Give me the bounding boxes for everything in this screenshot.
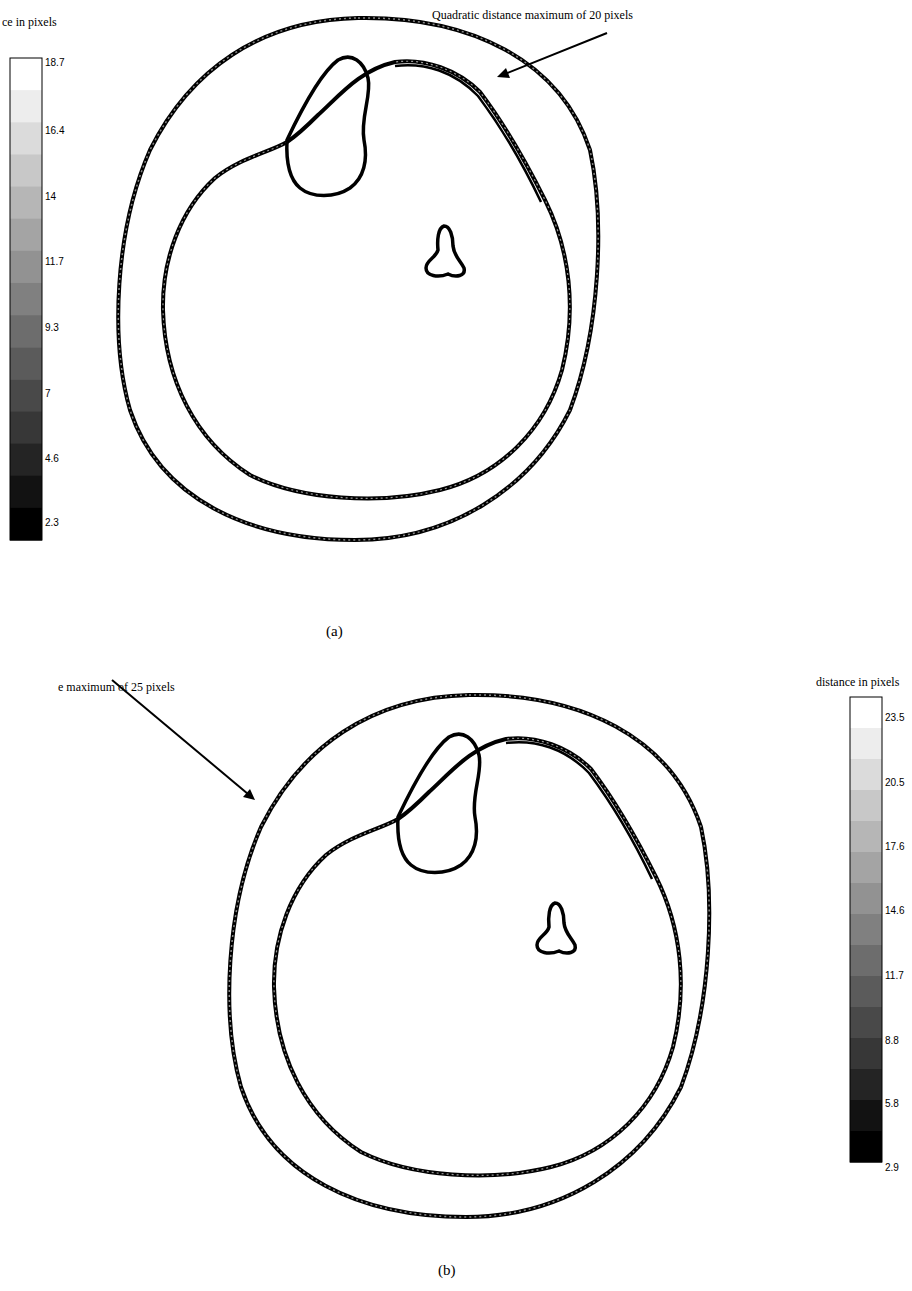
colorbar-band — [850, 852, 882, 884]
colorbar-band — [10, 379, 42, 412]
tick-value: 11.7 — [45, 256, 64, 267]
tick-value: 14 — [45, 191, 56, 202]
colorbar-band — [10, 219, 42, 252]
tick-value: 8.8 — [885, 1035, 899, 1046]
axis-title: ce in pixels — [2, 15, 57, 30]
tick-value: 2.9 — [885, 1162, 899, 1173]
axis-title: distance in pixels — [816, 675, 899, 690]
colorbar-band — [10, 283, 42, 316]
colorbar-band — [10, 187, 42, 220]
annotation: Quadratic distance maximum of 20 pixels — [432, 8, 633, 23]
colorbar-band — [850, 1007, 882, 1039]
tick-value: 4.6 — [45, 453, 59, 464]
colorbar-band — [850, 976, 882, 1008]
annotation: e maximum of 25 pixels — [58, 680, 175, 695]
colorbar-band — [10, 315, 42, 348]
tick-value: 14.6 — [885, 905, 904, 916]
panel-label: (a) — [326, 623, 343, 640]
colorbar-band — [850, 821, 882, 853]
colorbar-band — [850, 697, 882, 729]
colorbar — [10, 58, 42, 541]
tick-value: 16.4 — [45, 125, 64, 136]
colorbar-band — [10, 411, 42, 444]
colorbar-band — [850, 1069, 882, 1101]
colorbar-band — [10, 122, 42, 155]
tick-value: 18.7 — [45, 57, 64, 68]
colorbar-frame — [10, 58, 42, 540]
colorbar-band — [850, 883, 882, 915]
colorbar-band — [10, 347, 42, 380]
tick-value: 23.5 — [885, 712, 904, 723]
panel-label: (b) — [438, 1262, 456, 1279]
colorbar-band — [850, 1038, 882, 1070]
colorbar-band — [850, 1100, 882, 1132]
tick-value: 2.3 — [45, 517, 59, 528]
colorbar-band — [10, 90, 42, 123]
colorbar-band — [850, 759, 882, 791]
colorbar-band — [850, 790, 882, 822]
colorbar-band — [10, 476, 42, 509]
colorbar-band — [10, 508, 42, 541]
colorbar-band — [850, 914, 882, 946]
colorbar-band — [10, 154, 42, 187]
colorbar-band — [10, 444, 42, 477]
colorbar-frame — [850, 697, 882, 1162]
tick-value: 20.5 — [885, 777, 904, 788]
colorbar-band — [850, 1131, 882, 1163]
tick-value: 7 — [45, 388, 51, 399]
tick-value: 5.8 — [885, 1098, 899, 1109]
colorbar-band — [10, 251, 42, 284]
tick-value: 17.6 — [885, 841, 904, 852]
colorbar-band — [850, 728, 882, 760]
colorbar — [850, 697, 882, 1163]
tick-value: 11.7 — [885, 970, 904, 981]
colorbar-band — [850, 945, 882, 977]
tick-value: 9.3 — [45, 322, 59, 333]
colorbar-band — [10, 58, 42, 91]
